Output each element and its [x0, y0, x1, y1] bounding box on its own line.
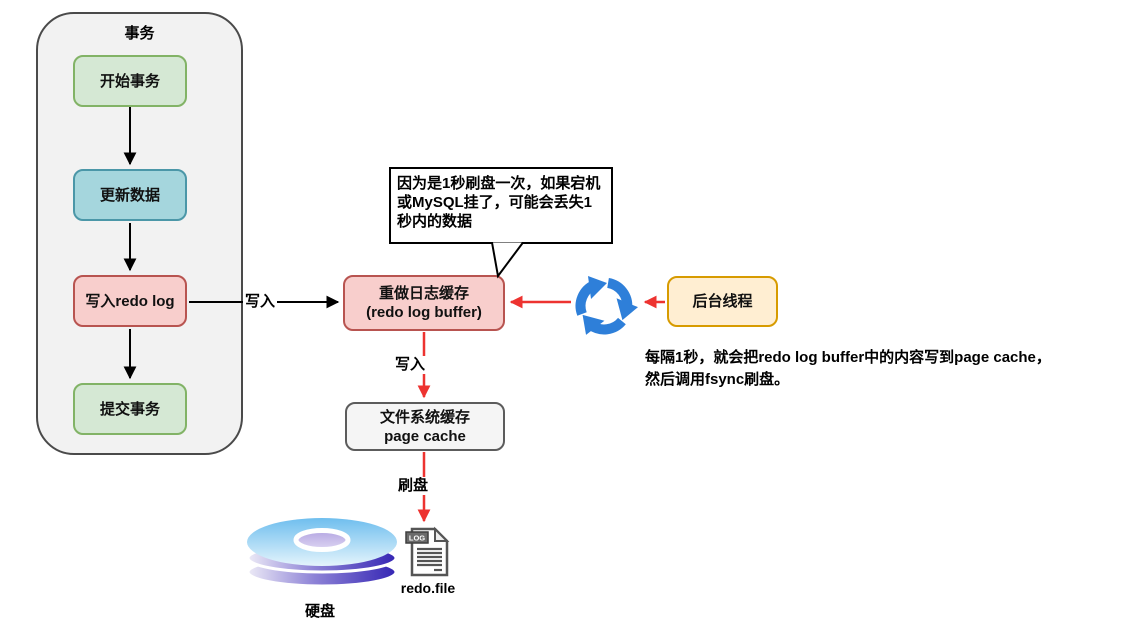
redo-file-label: redo.file	[400, 580, 456, 596]
node-begin-transaction: 开始事务	[73, 55, 187, 107]
log-badge	[405, 531, 429, 544]
note-text: 每隔1秒，就会把redo log buffer中的内容写到page cache，…	[645, 347, 1133, 391]
node-commit-transaction: 提交事务	[73, 383, 187, 435]
callout-line: 秒内的数据	[397, 213, 473, 230]
node-commit-transaction-label: 提交事务	[99, 400, 160, 418]
page-cache-label-cn: 文件系统缓存	[379, 408, 470, 426]
callout-line: 因为是1秒刷盘一次，如果宕机	[397, 175, 601, 192]
page-cache-label-en: page cache	[384, 427, 466, 445]
log-badge-text: LOG	[409, 534, 425, 543]
note-line: 每隔1秒，就会把redo log buffer中的内容写到page cache，	[645, 349, 1051, 366]
edge-label-flush: 刷盘	[396, 477, 431, 495]
transaction-title: 事务	[124, 25, 155, 42]
edge-label-write-to-buffer: 写入	[243, 293, 278, 311]
node-redo-log-buffer: 重做日志缓存 (redo log buffer)	[343, 275, 505, 331]
background-thread-label: 后台线程	[692, 293, 753, 310]
hard-disk-label: 硬盘	[304, 603, 335, 620]
node-begin-transaction-label: 开始事务	[99, 72, 160, 90]
node-update-data-label: 更新数据	[99, 186, 160, 204]
note-line: 然后调用fsync刷盘。	[645, 371, 790, 388]
node-background-thread: 后台线程	[667, 276, 778, 327]
sync-icon	[577, 276, 642, 341]
redo-log-buffer-label-cn: 重做日志缓存	[378, 285, 469, 302]
callout-bubble: 因为是1秒刷盘一次，如果宕机 或MySQL挂了，可能会丢失1 秒内的数据	[389, 167, 613, 244]
hard-disk-icon	[246, 518, 398, 588]
edge-label-write-to-page-cache: 写入	[393, 356, 428, 374]
redo-log-buffer-label-en: (redo log buffer)	[366, 304, 482, 321]
node-write-redo-log-label: 写入redo log	[85, 292, 175, 310]
node-page-cache: 文件系统缓存 page cache	[345, 402, 505, 451]
node-update-data: 更新数据	[73, 169, 187, 221]
redo-file-icon: LOG	[405, 526, 450, 577]
node-write-redo-log: 写入redo log	[73, 275, 187, 327]
callout-line: 或MySQL挂了，可能会丢失1	[397, 194, 593, 211]
callout-tail	[491, 241, 524, 279]
